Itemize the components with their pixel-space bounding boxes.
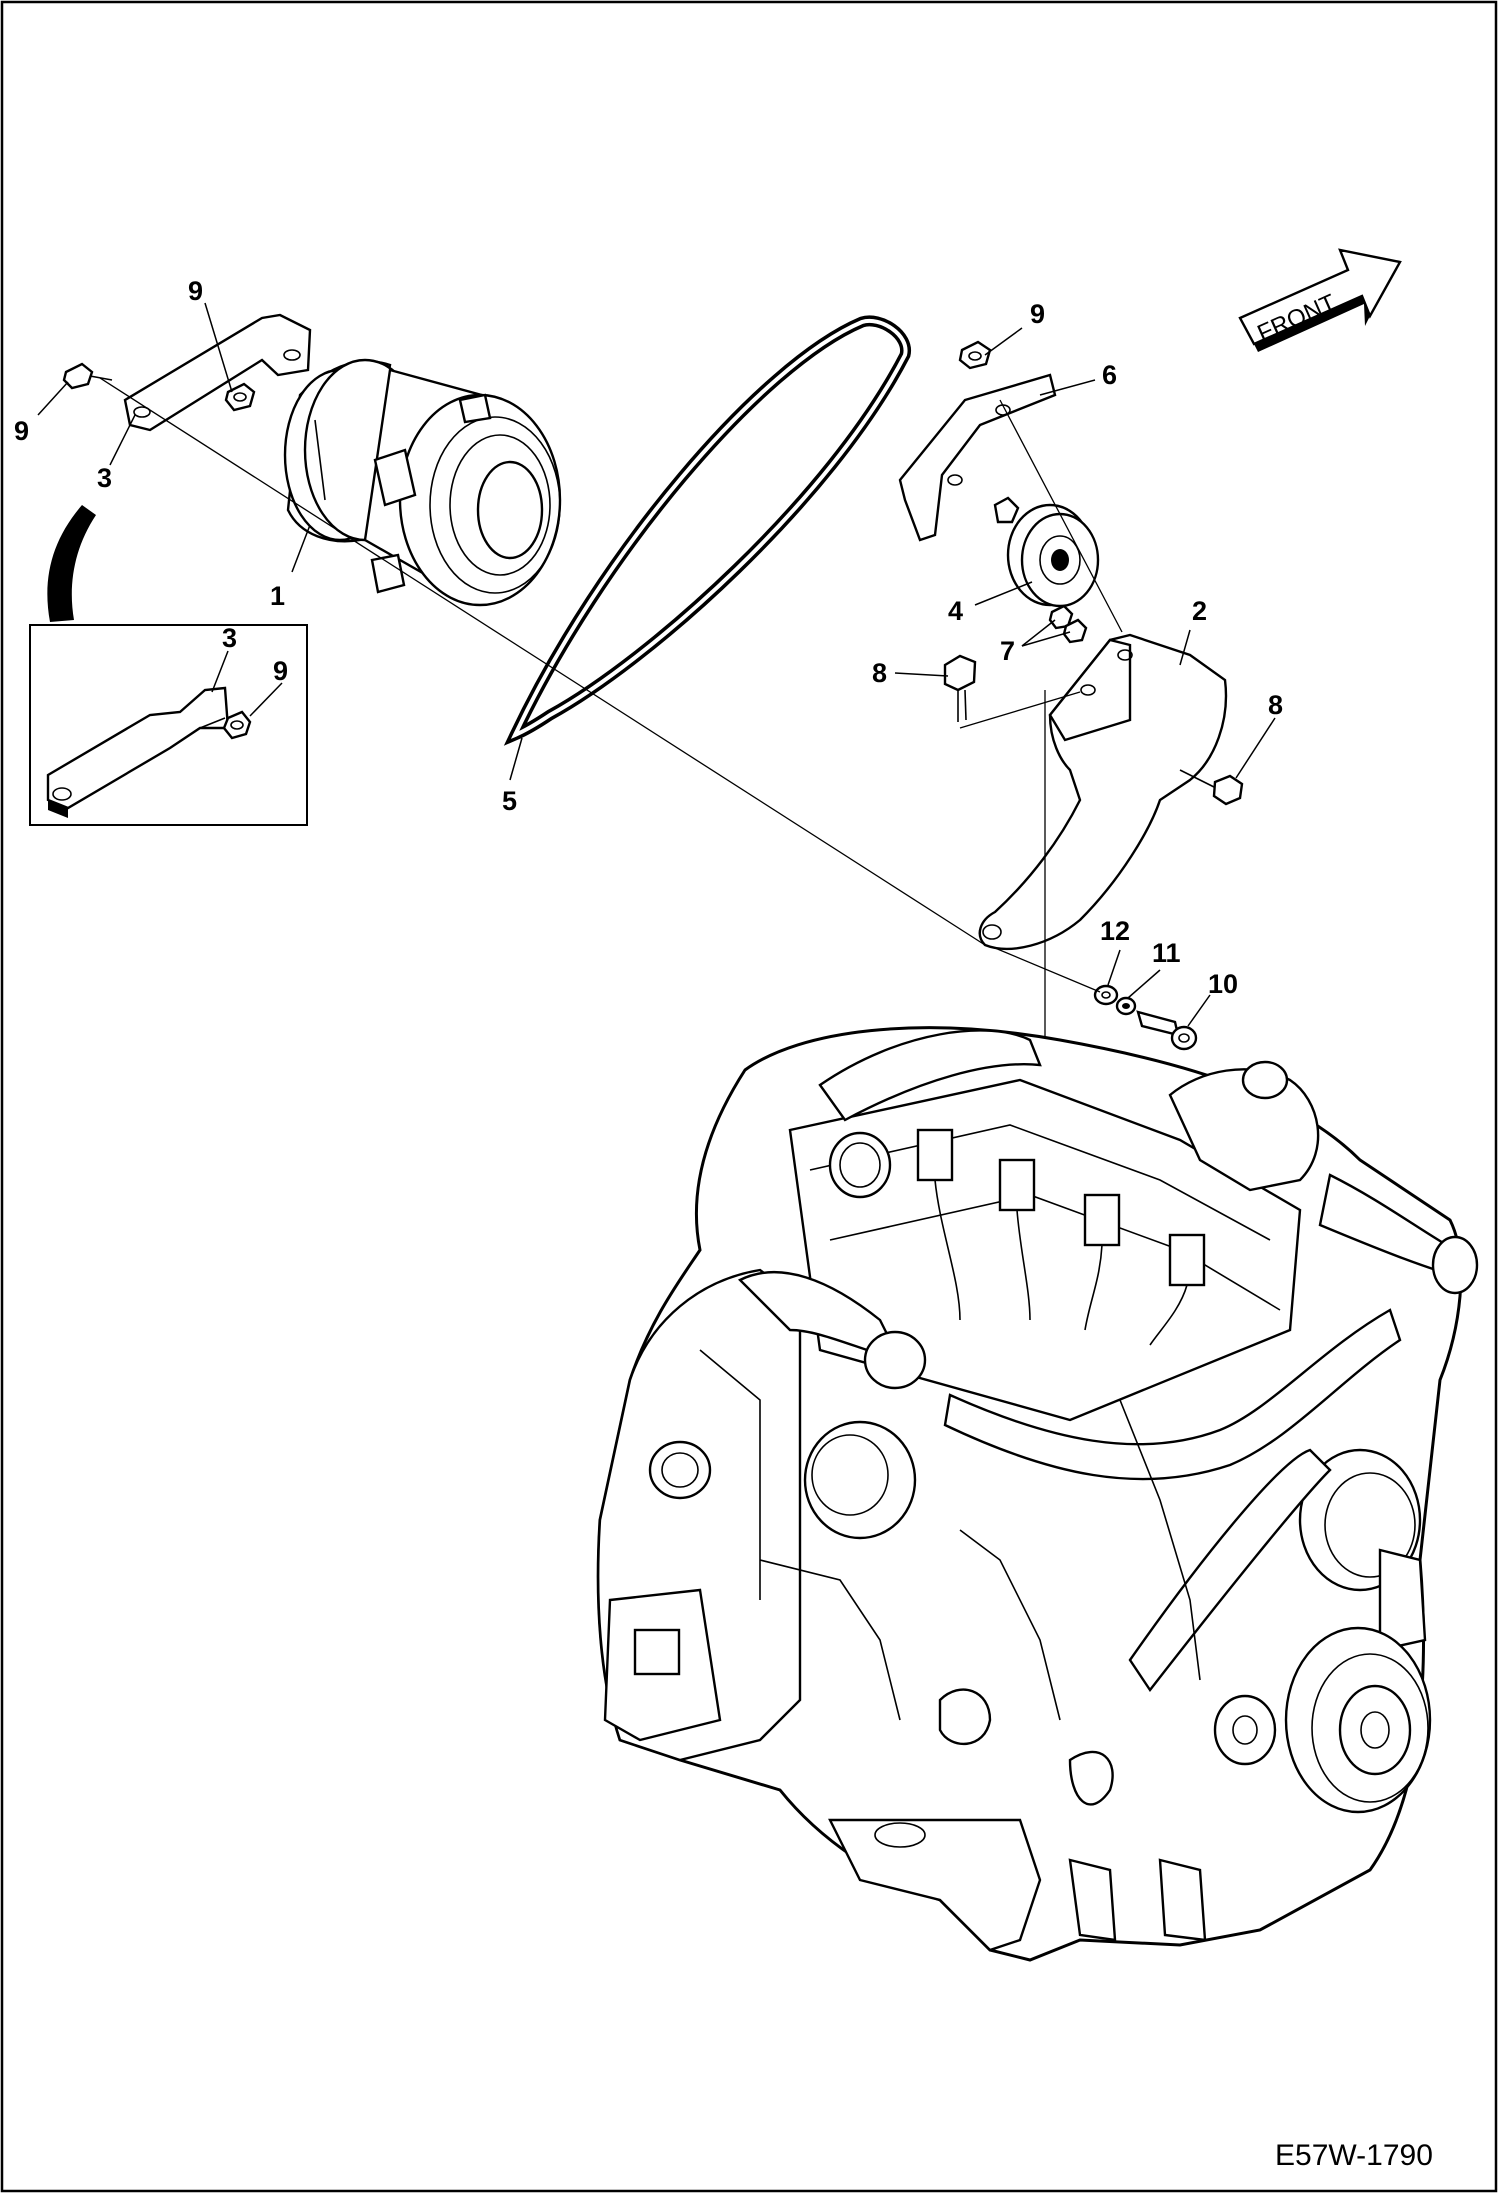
part-1-compressor (283, 358, 562, 607)
inset-leader-3 (211, 650, 229, 693)
callout-labels: 9 9 3 1 3 9 5 9 6 4 7 8 2 8 12 11 10 (14, 276, 1283, 999)
leader-7a (1021, 619, 1056, 647)
callout-11: 11 (1152, 938, 1181, 968)
callout-9-top: 9 (188, 276, 203, 306)
callout-6: 6 (1102, 360, 1117, 390)
leader-12 (1107, 949, 1121, 986)
part-3-bracket (123, 313, 312, 432)
part-8-bolt-right (1179, 769, 1244, 806)
leader-9-left (37, 381, 69, 416)
part-9-bolt-left (62, 362, 113, 390)
inset-leader-9 (249, 682, 283, 717)
callout-5: 5 (502, 786, 517, 816)
inset-pointer-arrow (47, 505, 96, 622)
leader-8-left (894, 672, 949, 677)
leader-6 (1039, 379, 1096, 396)
engine-idler (1213, 1694, 1277, 1766)
part-12-washer (1093, 984, 1119, 1006)
engine-belt (1128, 1448, 1332, 1693)
inset-bolt-9 (222, 710, 252, 740)
callout-9-inset: 9 (273, 656, 288, 686)
callout-9-left: 9 (14, 416, 29, 446)
callout-leaders (37, 302, 1276, 1027)
engine-oil-cap (828, 1131, 892, 1199)
figure-id-label: E57W-1790 (1275, 2139, 1433, 2172)
callout-2: 2 (1192, 596, 1207, 626)
engine-hose (943, 1308, 1402, 1481)
engine-oil-filter (803, 1420, 917, 1540)
leader-8-right (1235, 717, 1276, 779)
front-arrow-icon: FRONT (1238, 248, 1402, 352)
callout-9-right: 9 (1030, 299, 1045, 329)
engine-assembly (596, 1026, 1479, 1962)
leader-9-top (204, 302, 233, 393)
leader-3 (109, 414, 136, 466)
leader-10 (1187, 994, 1211, 1027)
leader-4 (974, 581, 1033, 606)
callout-3-inset: 3 (222, 623, 237, 653)
part-11-washer (1115, 996, 1137, 1016)
engine-mount (828, 1818, 1042, 1952)
leader-11 (1127, 969, 1161, 999)
leader-1 (291, 524, 311, 573)
leader-9-right (984, 327, 1023, 356)
callout-1: 1 (270, 581, 285, 611)
callout-4: 4 (948, 596, 963, 626)
part-10-bolt (1136, 1010, 1198, 1051)
callout-10: 10 (1208, 969, 1238, 999)
leader-5 (509, 737, 523, 781)
engine-outlet (1431, 1235, 1479, 1295)
part-5-belt (503, 315, 911, 746)
callout-8-right: 8 (1268, 690, 1283, 720)
callout-3-main: 3 (97, 463, 112, 493)
callout-12: 12 (1100, 916, 1130, 946)
engine-turbo (1168, 1068, 1320, 1192)
part-2-tensioner-bracket (978, 633, 1228, 951)
part-6-plate (898, 373, 1057, 542)
part-9-nut-right (958, 340, 992, 370)
part-8-bolt-left (943, 654, 977, 722)
leader-2 (1179, 629, 1191, 666)
leader-7b (1021, 631, 1071, 647)
detail-inset (29, 624, 308, 826)
engine-injectors (916, 1128, 1206, 1346)
part-9-bolt-top (224, 382, 256, 412)
callout-8-left: 8 (872, 658, 887, 688)
callout-7: 7 (1000, 636, 1015, 666)
part-4-idler-pulley (993, 496, 1100, 608)
